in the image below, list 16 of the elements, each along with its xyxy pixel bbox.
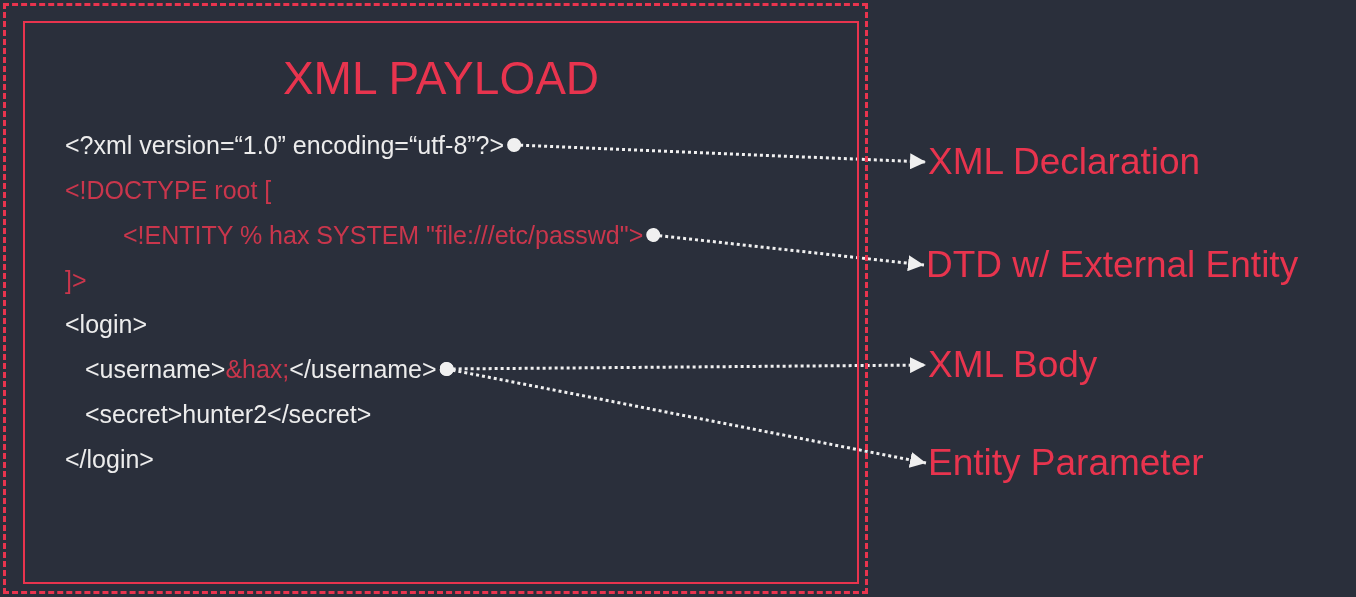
code-line: <login> <box>65 309 148 339</box>
box-title: XML PAYLOAD <box>281 51 601 105</box>
annotation-label: Entity Parameter <box>928 441 1204 485</box>
leader-line <box>439 362 927 468</box>
annotation-label: XML Declaration <box>928 140 1201 184</box>
code-line: <!ENTITY % hax SYSTEM "file:///etc/passwd"> <box>123 220 644 250</box>
leader-line <box>646 228 925 272</box>
code-line: ]> <box>65 265 87 295</box>
leader-line <box>507 138 927 170</box>
code-line: <secret>hunter2</secret> <box>85 399 372 429</box>
code-line: </login> <box>65 444 154 474</box>
code-line: <!DOCTYPE root [ <box>65 175 272 205</box>
annotation-label: XML Body <box>928 343 1098 387</box>
code-line: <username>&hax;</username> <box>85 354 437 384</box>
code-line: <?xml version=“1.0” encoding=“utf-8”?> <box>65 130 505 160</box>
annotation-label: DTD w/ External Entity <box>926 243 1299 287</box>
